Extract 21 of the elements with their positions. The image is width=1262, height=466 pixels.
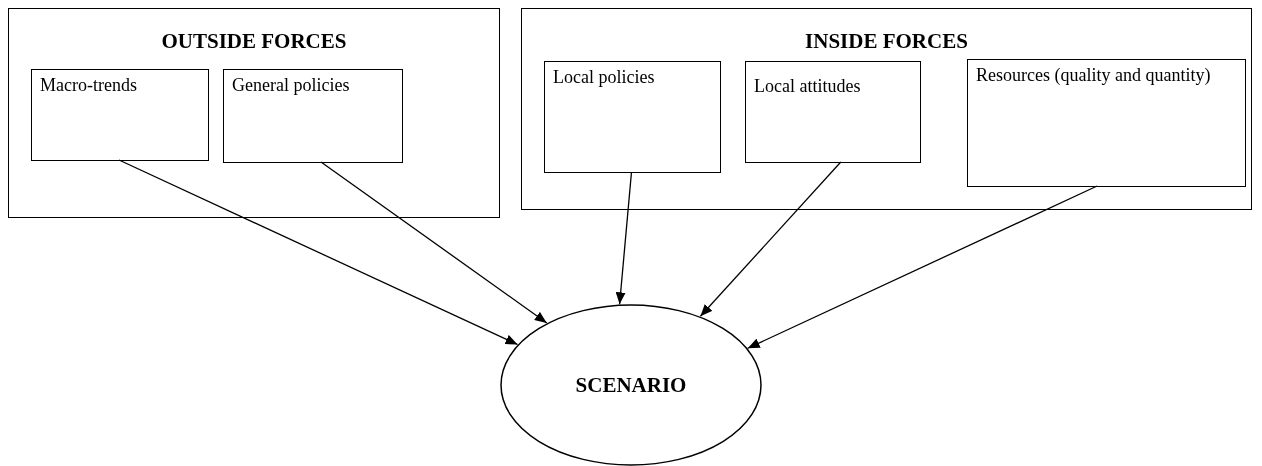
scenario-ellipse	[500, 304, 762, 466]
arrow	[118, 159, 519, 346]
group-title: OUTSIDE FORCES	[160, 29, 348, 54]
factor-label: Resources (quality and quantity)	[976, 65, 1212, 87]
group-title: INSIDE FORCES	[804, 29, 969, 54]
factor-box	[745, 61, 921, 163]
factor-label: General policies	[232, 75, 351, 97]
arrow	[747, 185, 1098, 349]
group-frame	[521, 8, 1252, 210]
arrow	[699, 161, 842, 317]
arrow	[320, 161, 548, 324]
factor-box	[223, 69, 403, 163]
factor-box	[544, 61, 721, 173]
node-label: SCENARIO	[575, 372, 687, 398]
factor-label: Macro-trends	[40, 75, 138, 97]
factor-box	[31, 69, 209, 161]
factor-box	[967, 59, 1246, 187]
group-frame	[8, 8, 500, 218]
factor-label: Local policies	[553, 67, 656, 89]
factor-label: Local attitudes	[754, 76, 862, 98]
arrow	[615, 171, 633, 305]
